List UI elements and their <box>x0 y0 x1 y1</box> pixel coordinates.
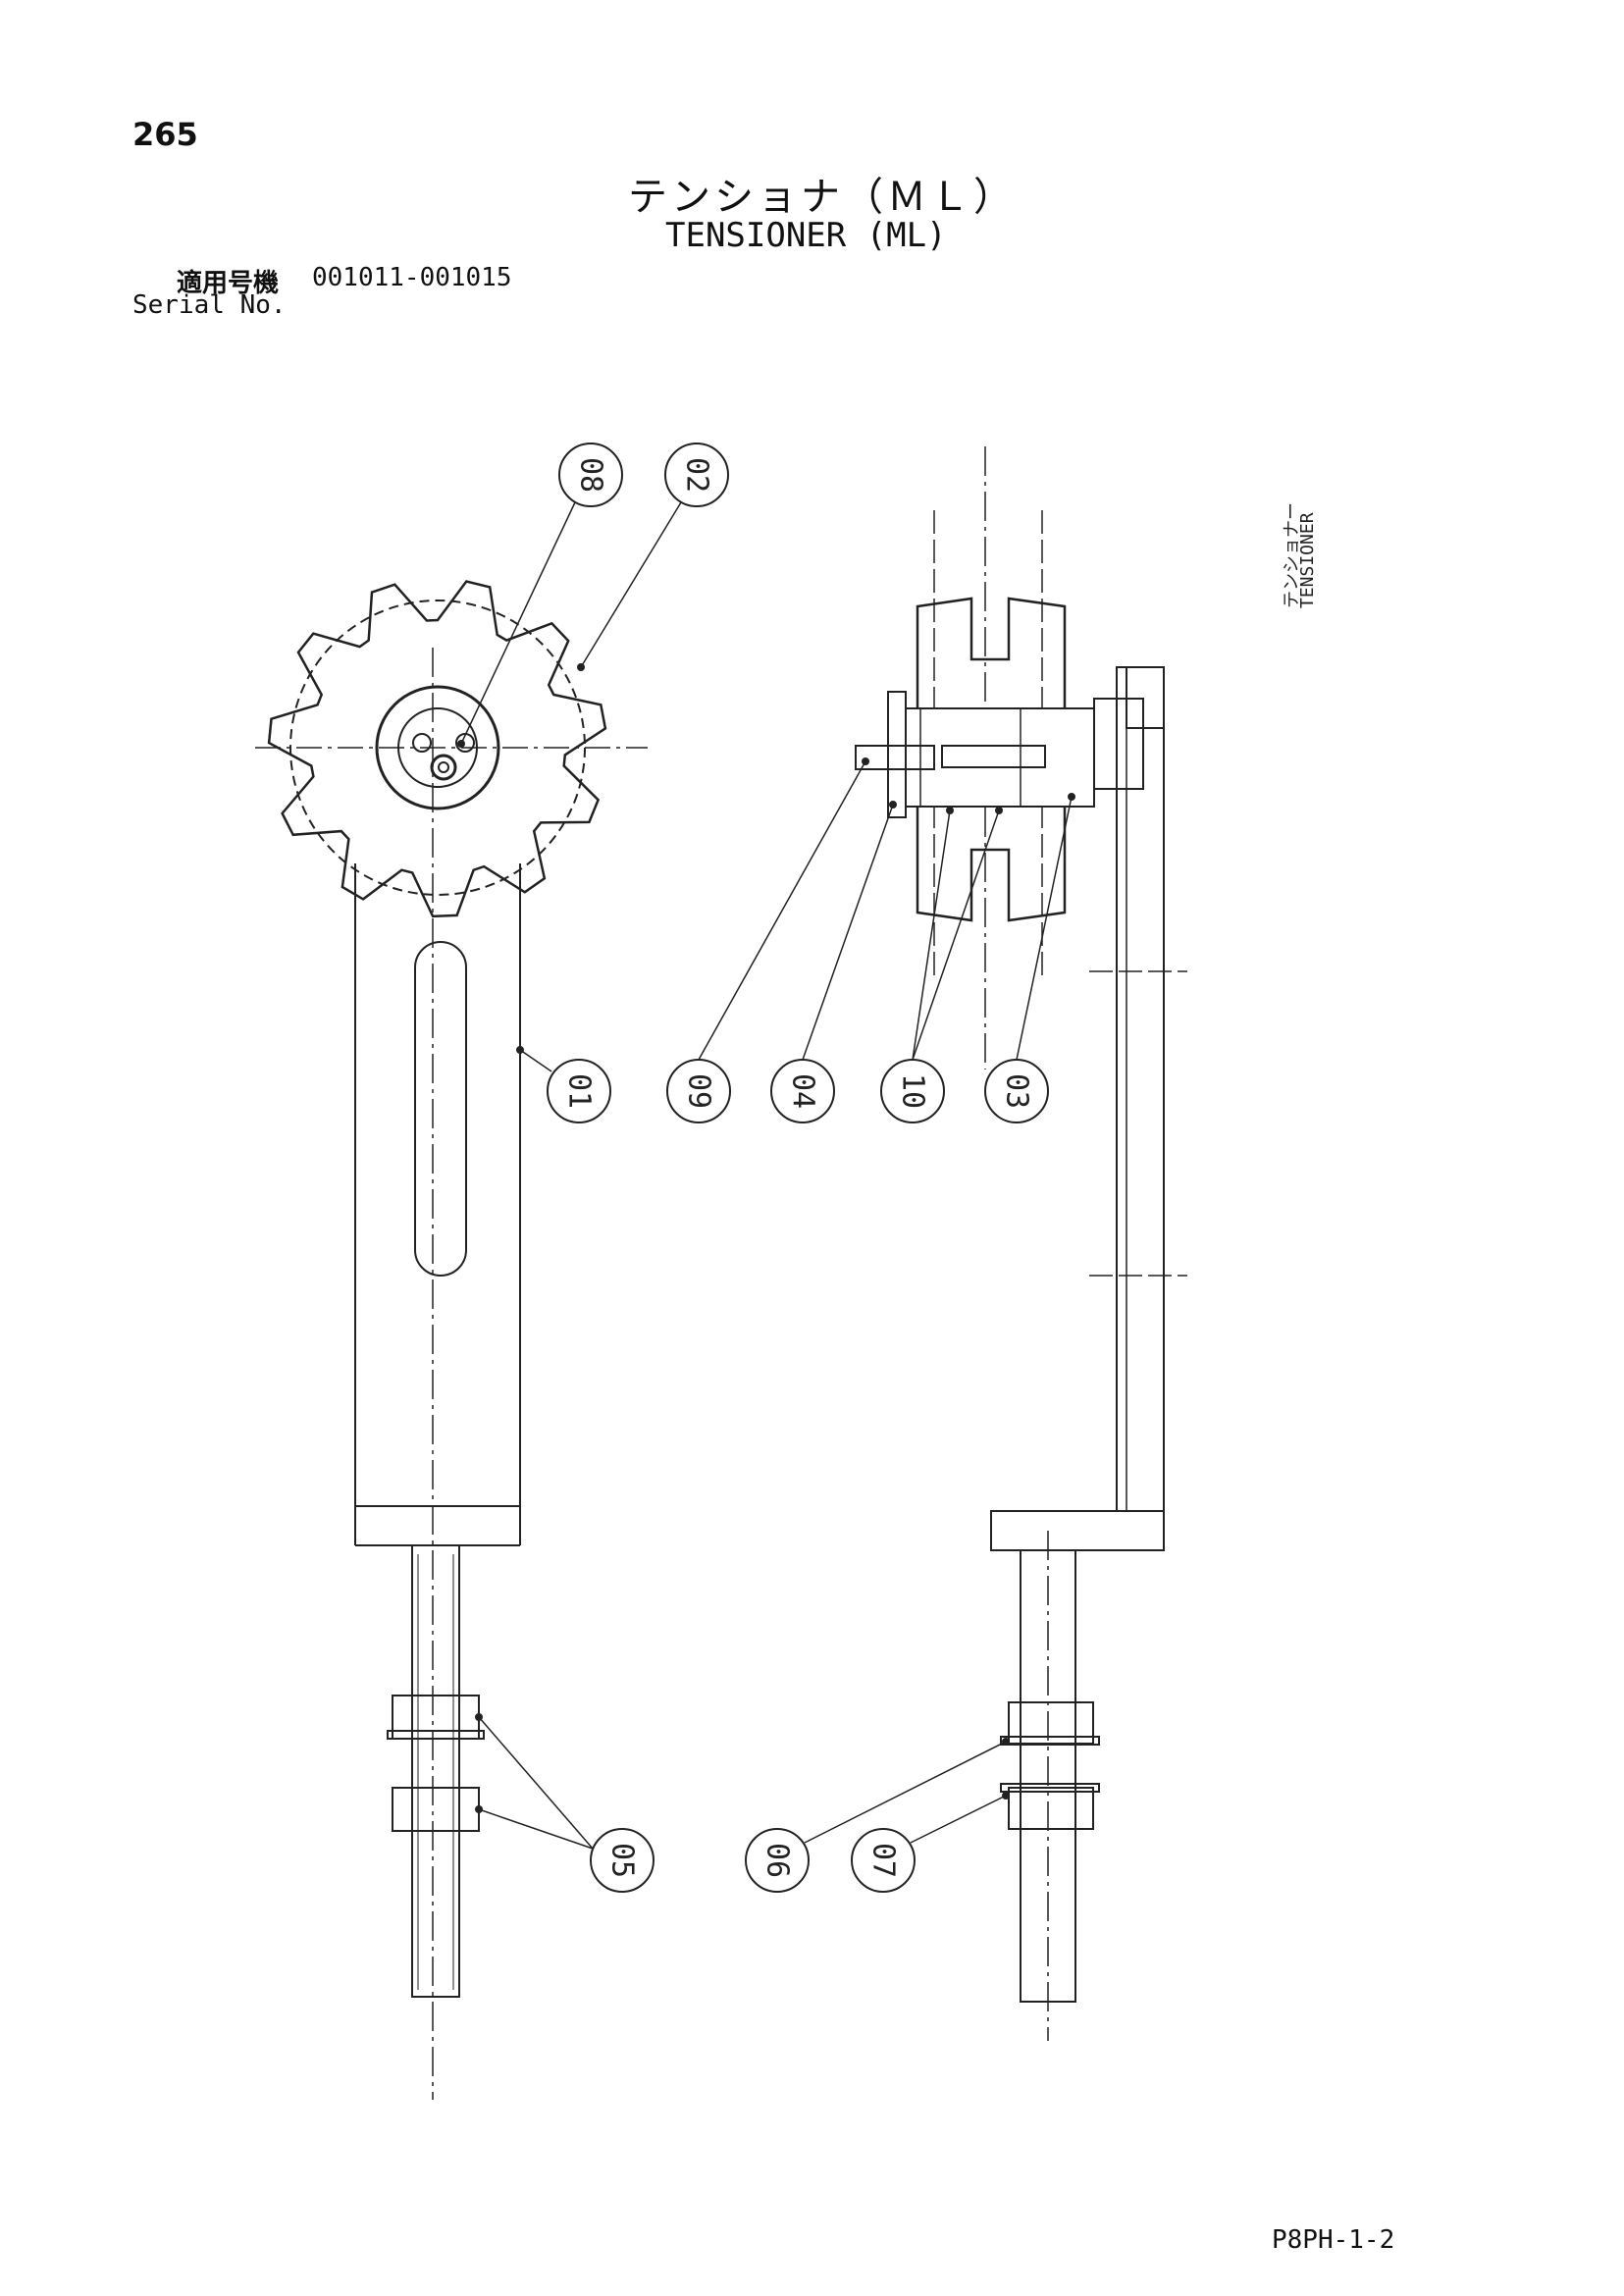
sprocket-front-view <box>255 580 648 918</box>
callout-label-02: 02 <box>680 457 714 493</box>
callout-label-08: 08 <box>574 457 608 493</box>
document-code: P8PH-1-2 <box>1272 2225 1395 2255</box>
right-bolt-locknut <box>1008 1787 1094 1830</box>
mount-block <box>1093 698 1144 790</box>
center-bolt <box>430 754 457 781</box>
side-bolt <box>855 745 935 770</box>
callout-leader-tip-02 <box>577 663 585 671</box>
sprocket-hub <box>375 685 500 810</box>
callout-leader-08 <box>460 501 576 745</box>
part-callouts: 08 02 01 09 04 10 03 05 06 07 <box>457 443 1075 1893</box>
shaft-bore <box>941 745 1046 768</box>
callout-leader-tip-06 <box>1002 1738 1010 1746</box>
right-bolt-washer <box>1000 1736 1100 1746</box>
callout-leader-tip-10 <box>995 807 1003 814</box>
arm-side-bar <box>1116 666 1165 1512</box>
callout-leader-tip-03 <box>1068 793 1075 801</box>
callout-label-07: 07 <box>866 1843 901 1878</box>
right-bolt-washer-lower <box>1000 1783 1100 1793</box>
callout-leader-03 <box>1016 796 1073 1061</box>
callout-leader-05 <box>478 1716 594 1850</box>
callout-bubble-10: 10 <box>880 1059 945 1123</box>
callout-bubble-01: 01 <box>547 1059 611 1123</box>
bolt-washer-upper <box>387 1730 485 1740</box>
arm-side-foot <box>990 1510 1165 1551</box>
callout-leader-07 <box>910 1795 1007 1844</box>
serial-range: 001011-001015 <box>312 263 512 292</box>
callout-label-03: 03 <box>1000 1073 1034 1109</box>
callout-leader-06 <box>804 1741 1007 1844</box>
hub-bolt <box>412 733 432 753</box>
callout-bubble-09: 09 <box>666 1059 731 1123</box>
page-number: 265 <box>132 116 198 153</box>
callout-leader-04 <box>802 804 894 1061</box>
callout-leader-tip-04 <box>889 801 897 809</box>
callout-label-04: 04 <box>786 1073 820 1109</box>
callout-leader-09 <box>698 760 866 1061</box>
callout-bubble-03: 03 <box>984 1059 1049 1123</box>
callout-label-10: 10 <box>896 1073 930 1109</box>
callout-leader-tip-10 <box>946 807 954 814</box>
callout-leader-01 <box>519 1049 552 1072</box>
callout-leader-tip-05 <box>475 1713 483 1721</box>
bolt-shank <box>411 1544 460 1998</box>
center-bolt-core <box>438 761 449 773</box>
callout-label-06: 06 <box>760 1843 795 1878</box>
callout-label-01: 01 <box>562 1073 597 1109</box>
callout-leader-tip-01 <box>516 1046 524 1054</box>
sprocket-shaft <box>897 707 1095 808</box>
callout-bubble-05: 05 <box>590 1828 655 1893</box>
sprocket-teeth-outline <box>267 580 607 918</box>
callout-leader-05 <box>478 1808 594 1850</box>
callout-bubble-07: 07 <box>851 1828 916 1893</box>
callout-bubble-08: 08 <box>558 443 623 507</box>
callout-leader-10 <box>912 809 1000 1061</box>
callout-label-05: 05 <box>605 1843 640 1878</box>
callout-leader-tip-05 <box>475 1805 483 1813</box>
sprocket-side-profile <box>916 597 1067 922</box>
callout-leader-tip-08 <box>457 740 465 748</box>
tensioner-arm <box>354 648 521 2100</box>
callout-bubble-02: 02 <box>664 443 729 507</box>
title-japanese: テンショナ（ＭＬ） <box>628 175 1017 220</box>
bolt-nut-upper <box>392 1695 480 1740</box>
end-plate <box>887 691 907 818</box>
tensioner-side-view <box>855 446 1187 2041</box>
callout-leader-tip-09 <box>862 757 869 765</box>
callout-leader-02 <box>580 501 682 668</box>
left-adjust-bolt <box>387 1544 485 1998</box>
title-english: TENSIONER (ML) <box>665 216 947 255</box>
callout-label-09: 09 <box>682 1073 716 1109</box>
serial-label-japanese: 適用号機 <box>177 269 280 298</box>
callout-bubble-04: 04 <box>770 1059 835 1123</box>
callout-leader-tip-07 <box>1002 1792 1010 1800</box>
serial-label-english: Serial No. <box>132 290 287 320</box>
callout-leader-10 <box>912 809 951 1061</box>
callout-bubble-06: 06 <box>745 1828 810 1893</box>
bolt-nut-lower <box>392 1787 480 1832</box>
arm-adjust-slot <box>414 941 467 1277</box>
